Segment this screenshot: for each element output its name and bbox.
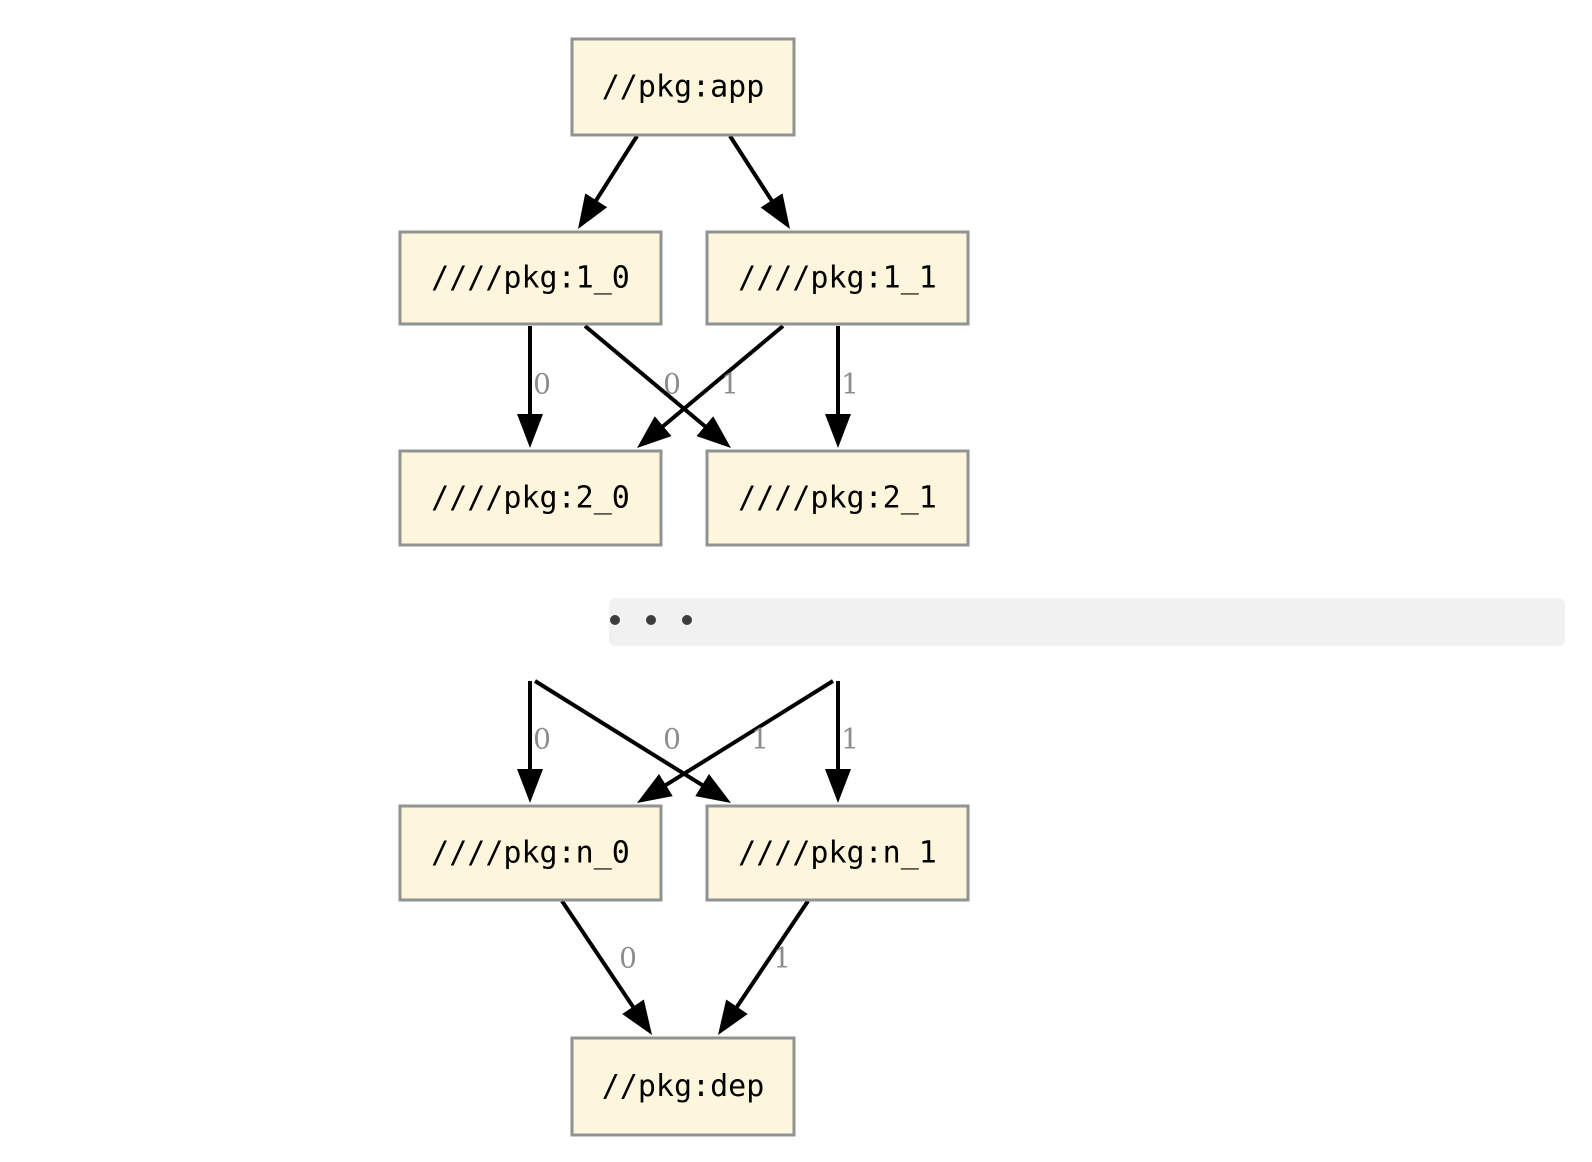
node-label: ////pkg:1_1 [738, 261, 937, 296]
node-box[interactable] [705, 449, 970, 547]
node-box[interactable] [570, 37, 796, 137]
graph-edge [583, 324, 731, 448]
edge-labels-layer: 0 0 1 1 0 0 1 1 0 1 [533, 368, 859, 975]
node-box[interactable] [705, 804, 970, 902]
edge-line [583, 324, 714, 435]
edge-arrowhead-icon [825, 769, 851, 803]
edge-label: 0 [663, 723, 681, 756]
graph-node-l2_1[interactable]: ////pkg:2_1 [705, 449, 970, 547]
edge-label: 0 [619, 942, 637, 975]
edge-arrowhead-icon [760, 193, 790, 229]
node-label: ////pkg:2_0 [431, 481, 630, 516]
edge-arrowhead-icon [517, 769, 543, 803]
edge-line [560, 899, 641, 1017]
edge-arrowhead-icon [718, 999, 748, 1035]
graph-edge [517, 681, 543, 803]
node-label: ////pkg:1_0 [431, 261, 630, 296]
edge-arrowhead-icon [622, 999, 652, 1035]
node-label: ////pkg:2_1 [738, 481, 937, 516]
edge-arrowhead-icon [637, 773, 673, 803]
edge-arrowhead-icon [696, 416, 731, 448]
edge-arrowhead-icon [517, 414, 543, 448]
edge-arrowhead-icon [825, 414, 851, 448]
graph-edge [718, 899, 810, 1035]
graph-node-ln_1[interactable]: ////pkg:n_1 [705, 804, 970, 902]
graph-edge [533, 679, 731, 803]
edge-label: 0 [533, 723, 551, 756]
edge-line [728, 134, 779, 210]
graph-node-l1_0[interactable]: ////pkg:1_0 [398, 230, 663, 326]
edge-line [533, 679, 712, 793]
edge-label: 1 [751, 723, 769, 756]
ellipsis-band [609, 598, 1565, 646]
edge-arrowhead-icon [695, 773, 731, 803]
node-box[interactable] [398, 230, 663, 326]
node-box[interactable] [398, 804, 663, 902]
node-label: ////pkg:n_0 [431, 836, 630, 871]
edge-label: 1 [841, 723, 859, 756]
node-label: //pkg:app [602, 70, 765, 105]
ellipsis-dot-2 [646, 615, 656, 625]
node-label: ////pkg:n_1 [738, 836, 937, 871]
graph-node-app[interactable]: //pkg:app [570, 37, 796, 137]
graph-edge [578, 134, 639, 229]
graph-edge [637, 679, 835, 803]
node-label: //pkg:dep [602, 1069, 765, 1104]
node-box[interactable] [705, 230, 970, 326]
node-box[interactable] [570, 1036, 796, 1137]
graph-edge [728, 134, 790, 229]
edge-label: 1 [841, 368, 859, 401]
graph-edge [637, 324, 785, 448]
ellipsis-dot-3 [682, 615, 692, 625]
edge-label: 0 [533, 368, 551, 401]
edge-line [656, 679, 835, 793]
node-box[interactable] [398, 449, 663, 547]
graph-edge [517, 326, 543, 448]
edge-label: 1 [721, 368, 739, 401]
edges-layer [517, 134, 851, 1035]
nodes-layer: //pkg:app ////pkg:1_0 ////pkg:1_1 ////pkg:2… [398, 37, 970, 1137]
graph-node-dep[interactable]: //pkg:dep [570, 1036, 796, 1137]
graph-node-ln_0[interactable]: ////pkg:n_0 [398, 804, 663, 902]
edge-arrowhead-icon [637, 416, 672, 448]
graph-node-l2_0[interactable]: ////pkg:2_0 [398, 449, 663, 547]
edge-arrowhead-icon [578, 193, 608, 229]
edge-line [729, 899, 810, 1017]
graph-node-l1_1[interactable]: ////pkg:1_1 [705, 230, 970, 326]
edge-line [654, 324, 785, 435]
graph-edge [825, 681, 851, 803]
edge-label: 1 [773, 942, 791, 975]
ellipsis-separator [609, 598, 1565, 646]
ellipsis-dot-1 [610, 615, 620, 625]
graph-edge [560, 899, 652, 1035]
edge-label: 0 [663, 368, 681, 401]
graph-edge [825, 326, 851, 448]
edge-line [589, 134, 639, 210]
